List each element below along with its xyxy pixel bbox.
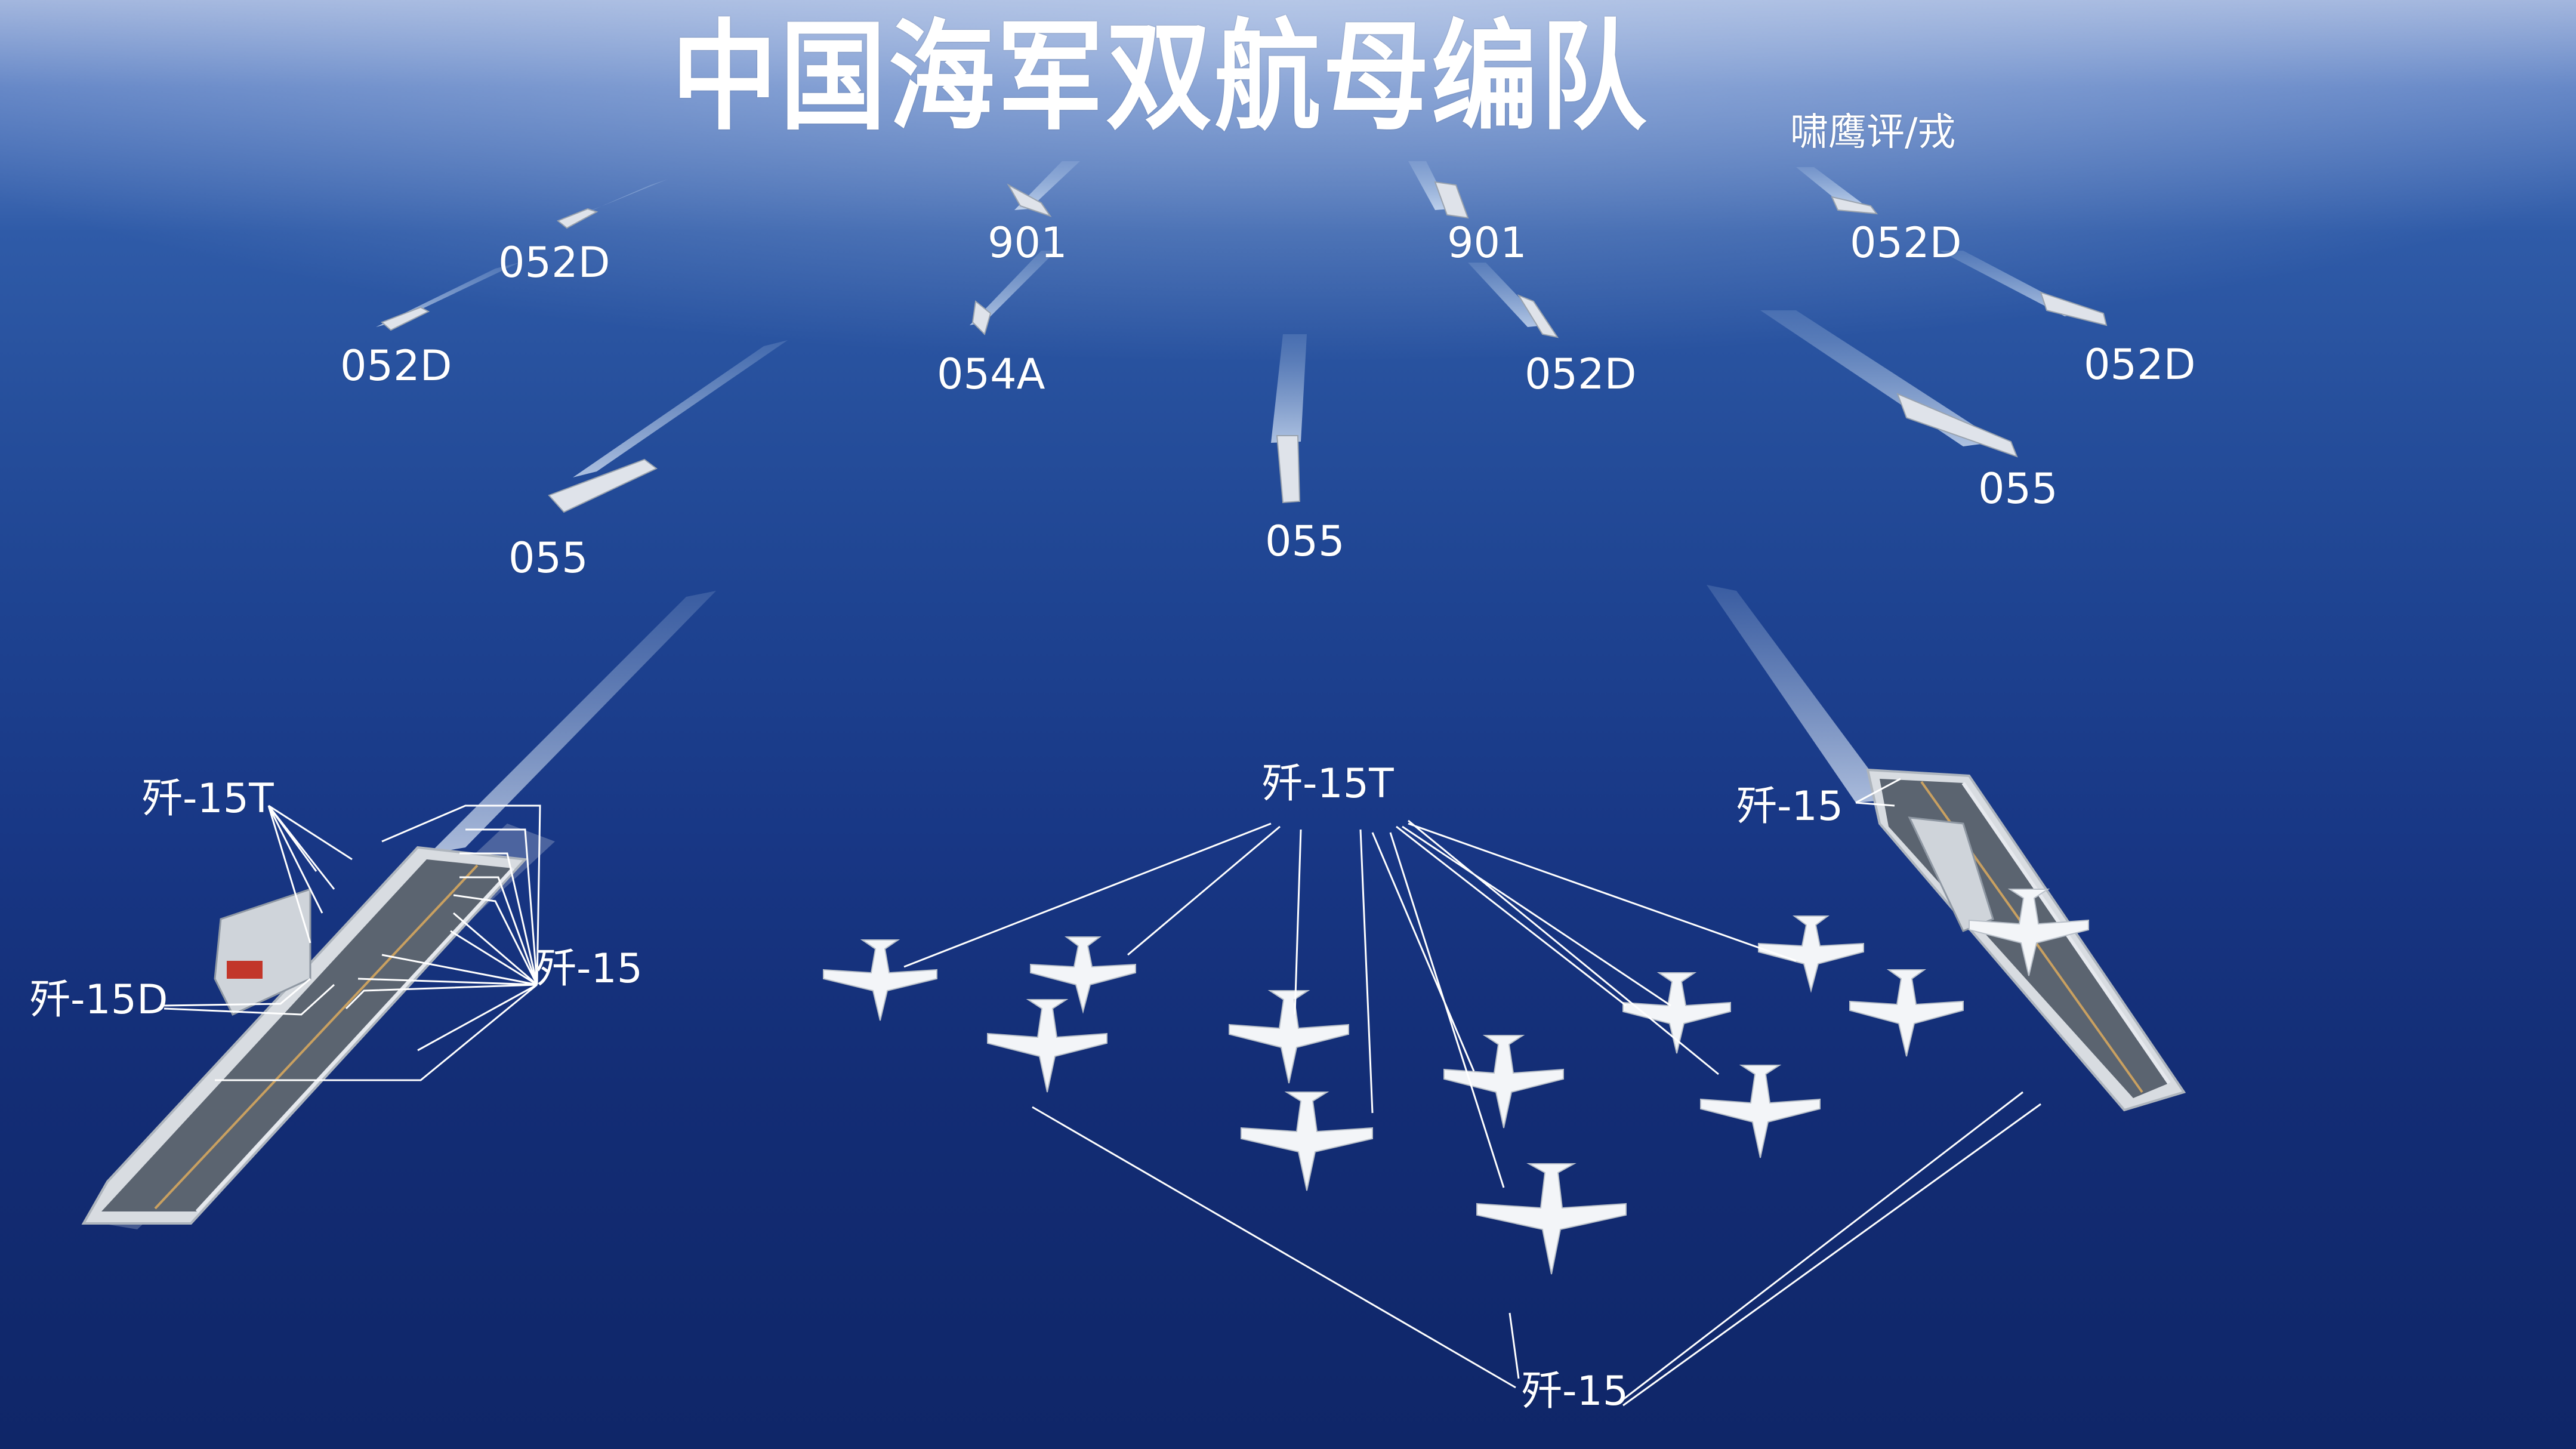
page-title: 中国海军双航母编队 [671,8,1649,147]
ship-901-1-hull [1007,183,1052,217]
ship-055-3-hull [1896,393,2018,458]
ship-052d-3-hull [1517,294,1559,338]
ship-052d-2-hull [381,306,430,331]
ship-052d-5-hull [2040,291,2108,326]
flying-jets [823,889,2089,1275]
aircraft-label-j15-left: 歼-15 [536,945,643,992]
source-credit: 啸鹰评/戎 [1790,110,1956,155]
aircraft-label-j15d-left: 歼-15D [30,976,168,1023]
ship-055-2-hull [1276,435,1301,504]
wake-trails [376,161,2083,853]
ship-label-055: 055 [508,534,588,582]
aircraft-label-j15-bottom: 歼-15 [1522,1368,1629,1415]
aircraft-label-j15t-center: 歼-15T [1262,760,1394,807]
ship-label-052d: 052D [1525,350,1637,399]
ship-901-2-hull [1434,181,1469,219]
ship-label-052d: 052D [2084,340,2196,389]
ship-label-052d: 052D [498,238,610,287]
ship-label-901: 901 [1447,218,1527,267]
left-carrier [81,824,555,1229]
aircraft-label-j15-right: 歼-15 [1736,783,1844,830]
escort-ships [381,181,2108,513]
ship-052d-1-hull [557,208,599,229]
callout-lines [163,778,2041,1407]
ship-label-052d: 052D [1850,218,1962,267]
ship-label-055: 055 [1978,464,2058,513]
ship-label-052d: 052D [340,341,452,390]
aircraft-label-j15t-left: 歼-15T [142,775,274,822]
ship-label-901: 901 [988,218,1068,267]
ship-052d-4-hull [1831,196,1878,215]
ship-label-054a: 054A [937,350,1045,399]
ship-label-055: 055 [1265,517,1345,566]
ship-055-1-hull [548,458,658,513]
ship-054a-hull [971,300,992,335]
